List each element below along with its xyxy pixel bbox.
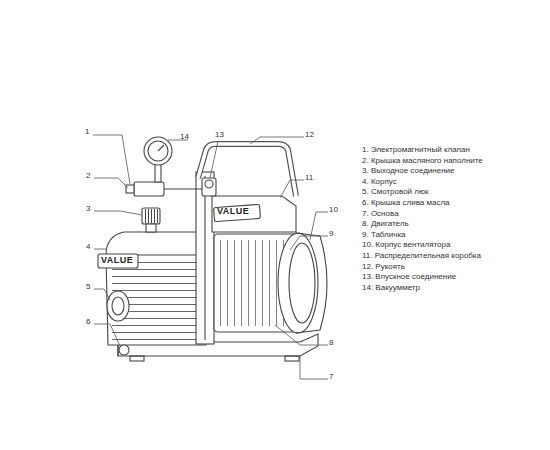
junction-box bbox=[212, 196, 296, 232]
callout-number: 5 bbox=[86, 283, 90, 292]
callout-number: 3 bbox=[86, 205, 90, 214]
parts-list-item: 3. Выходное соединение bbox=[362, 167, 455, 176]
parts-list-item: 8. Двигатель bbox=[362, 220, 409, 229]
parts-list-item: 12. Рукоять bbox=[362, 263, 405, 272]
handle bbox=[198, 144, 296, 196]
parts-list-item: 5. Смотровой люк bbox=[362, 188, 428, 197]
sight-glass bbox=[107, 291, 129, 321]
callout-number: 10 bbox=[329, 206, 338, 215]
brand-label: VALUE bbox=[101, 256, 133, 266]
callout-number: 14 bbox=[180, 133, 189, 142]
parts-list-item: 1. Электромагнитный клапан bbox=[362, 146, 470, 155]
parts-list-item: 13. Впускное соединение bbox=[362, 273, 456, 282]
fan-cover bbox=[278, 233, 318, 333]
parts-list-item: 2. Крышка масляного наполните bbox=[362, 157, 483, 166]
parts-list-item: 4. Корпус bbox=[362, 178, 397, 187]
drain-plug bbox=[119, 345, 129, 355]
parts-list-item: 14. Вакуумметр bbox=[362, 284, 420, 293]
parts-list-item: 6. Крышка слива масла bbox=[362, 199, 450, 208]
frame bbox=[196, 172, 214, 344]
callout-number: 6 bbox=[86, 318, 90, 327]
valve-gauge bbox=[126, 137, 202, 196]
parts-list-item: 11. Распределительная коробка bbox=[362, 252, 481, 261]
callout-number: 2 bbox=[86, 172, 90, 181]
callout-number: 4 bbox=[86, 243, 90, 252]
front-plate bbox=[98, 254, 138, 268]
oil-cap bbox=[142, 208, 160, 232]
callout-number: 7 bbox=[329, 373, 333, 382]
callout-number: 12 bbox=[305, 131, 314, 140]
callout-number: 13 bbox=[215, 131, 224, 140]
leader-lines bbox=[93, 135, 328, 379]
parts-list-item: 7. Основа bbox=[362, 210, 399, 219]
callout-number: 11 bbox=[305, 174, 313, 183]
inlet-fitting bbox=[202, 178, 216, 196]
brand-label: VALUE bbox=[217, 207, 249, 217]
parts-list-item: 10. Корпус вентилятора bbox=[362, 241, 450, 250]
pump-housing bbox=[98, 232, 206, 355]
callout-number: 9 bbox=[329, 230, 333, 239]
parts-list-item: 9. Табличка bbox=[362, 231, 406, 240]
motor bbox=[214, 233, 327, 333]
callout-number: 8 bbox=[329, 339, 333, 348]
callout-number: 1 bbox=[85, 128, 89, 137]
